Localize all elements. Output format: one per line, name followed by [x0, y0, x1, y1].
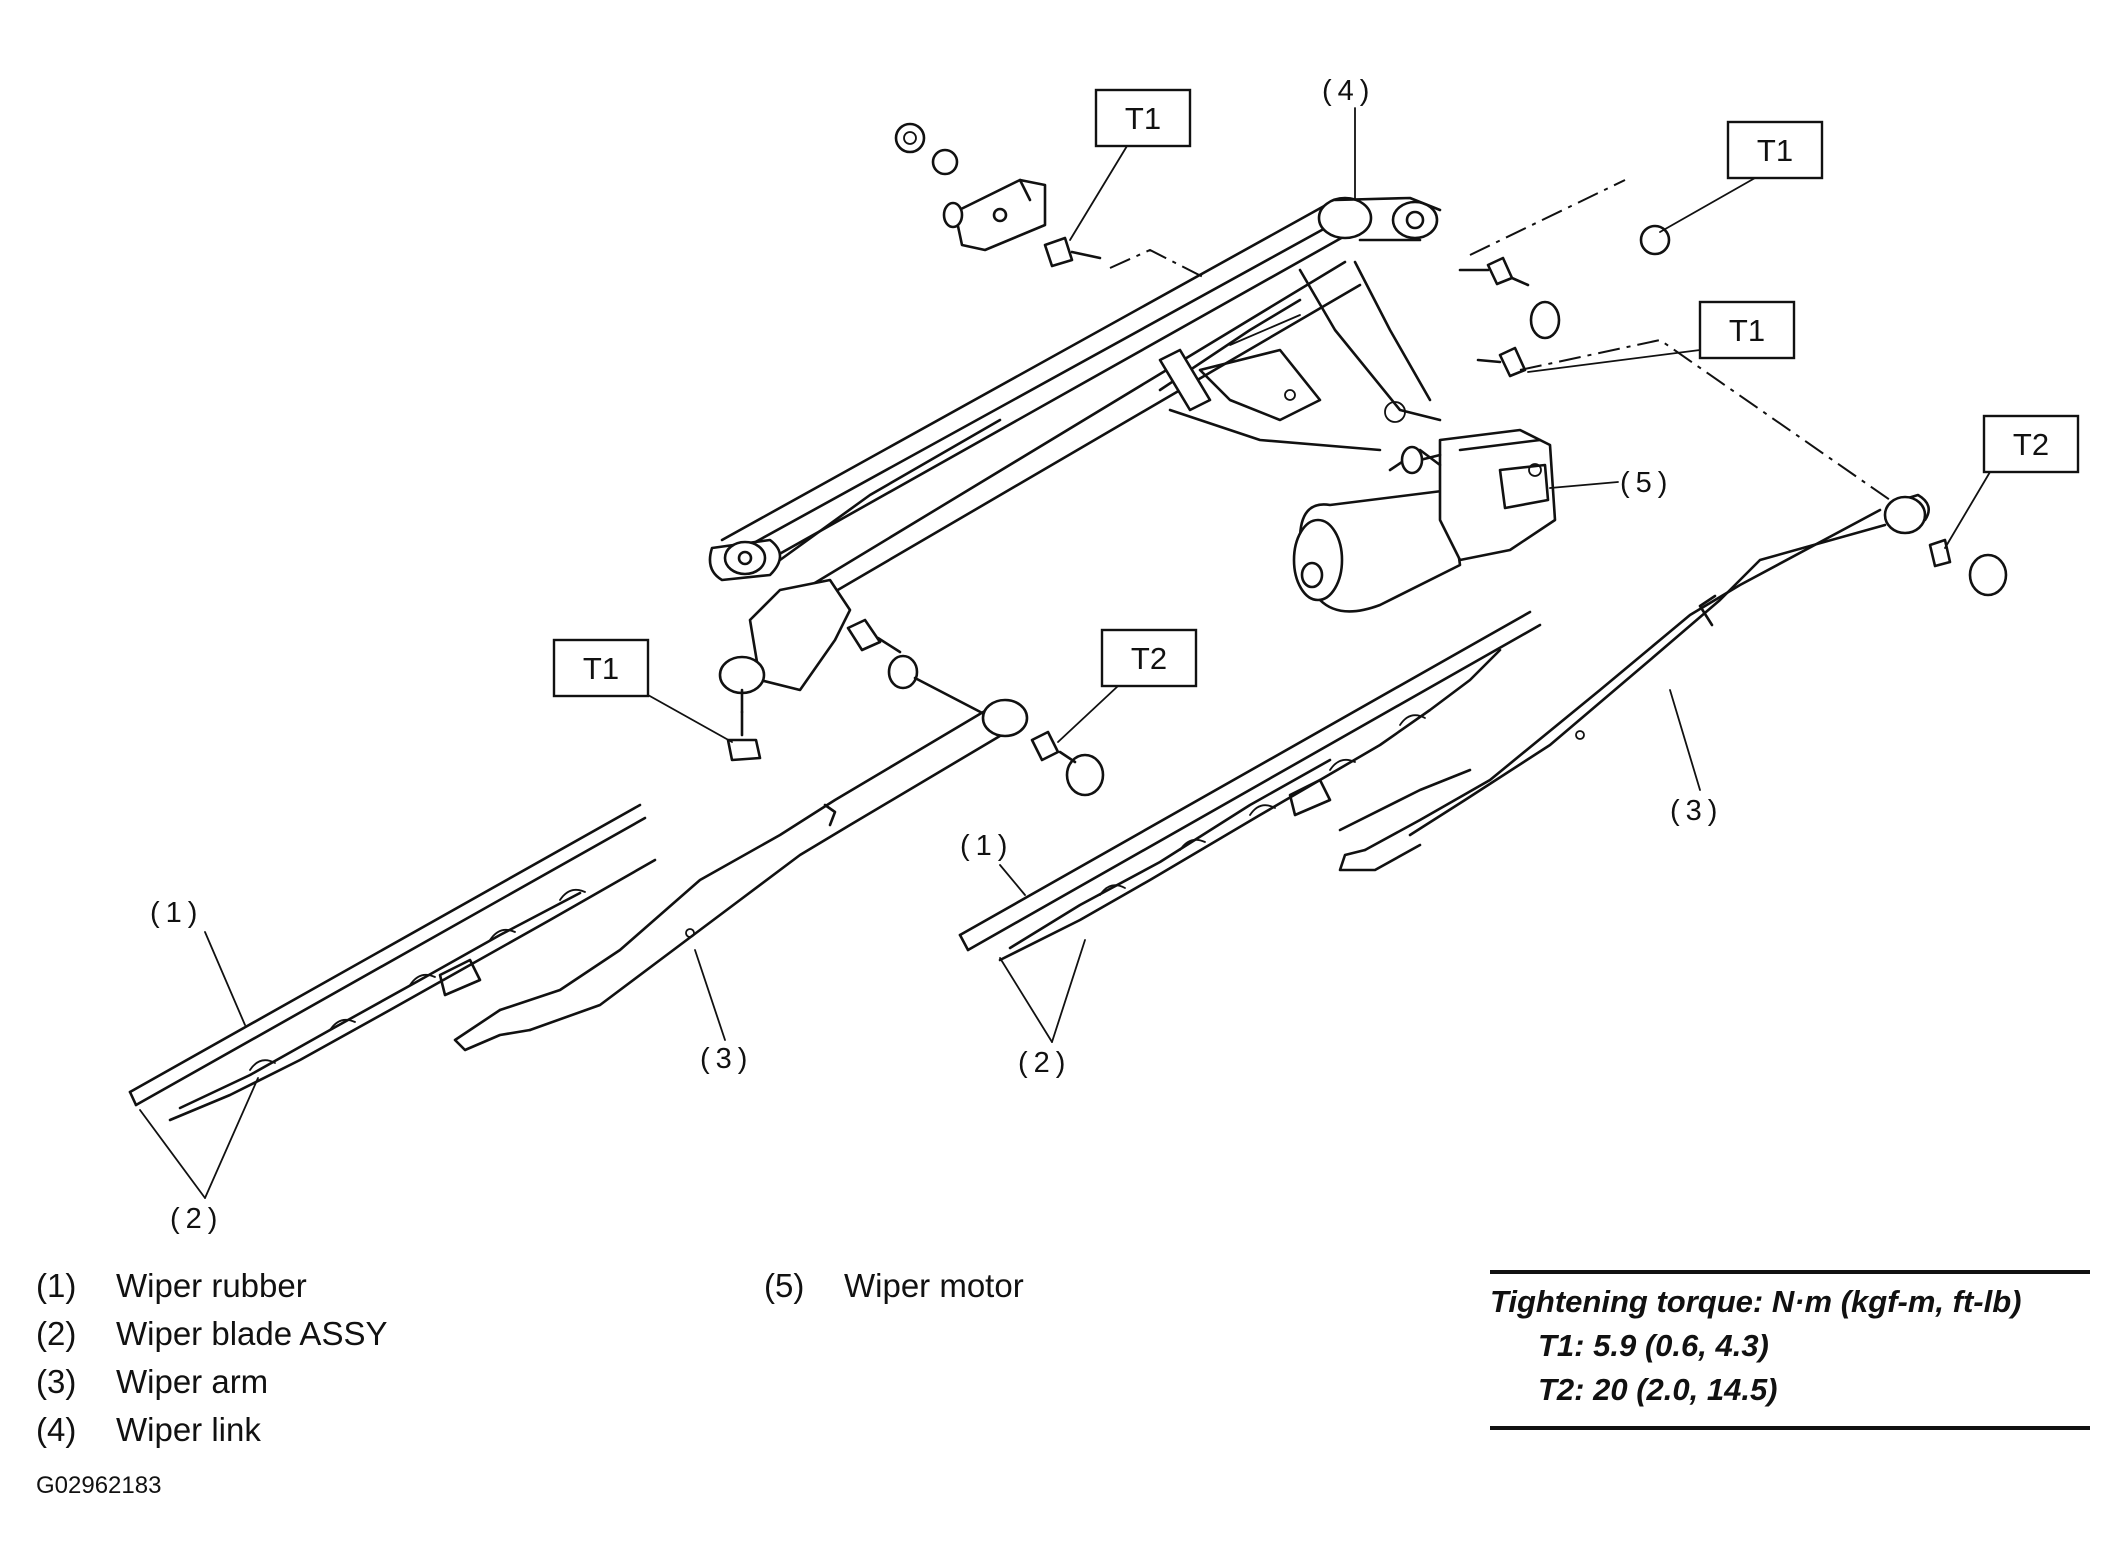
- torque-tag-t1-top-right: T1: [1659, 120, 1824, 233]
- legend-num: (1): [36, 1267, 77, 1304]
- left-pivot-hardware: [726, 618, 1105, 797]
- torque-spec: Tightening torque: N·m (kgf-m, ft-lb) T1…: [1490, 1270, 2090, 1430]
- svg-text:T1: T1: [1125, 101, 1161, 136]
- svg-text:T2: T2: [1131, 641, 1167, 676]
- svg-text:(5): (5): [1620, 467, 1673, 499]
- legend-label: Wiper motor: [844, 1267, 1024, 1304]
- torque-t1-value: T1: 5.9 (0.6, 4.3): [1538, 1328, 1769, 1363]
- callout-4: (4): [1322, 75, 1375, 201]
- svg-text:(3): (3): [1670, 795, 1723, 827]
- left-wiper-arm: [453, 698, 1029, 1052]
- svg-text:T2: T2: [2013, 427, 2049, 462]
- callout-3-left: (3): [694, 949, 753, 1075]
- svg-text:(2): (2): [1018, 1047, 1071, 1079]
- svg-text:(1): (1): [150, 897, 203, 929]
- legend-num: (5): [764, 1267, 805, 1304]
- legend-item-5: (5) Wiper motor: [764, 1262, 1024, 1310]
- torque-tag-t1-top-left: T1: [1069, 88, 1192, 241]
- svg-text:(1): (1): [960, 830, 1013, 862]
- legend-num: (2): [36, 1315, 77, 1352]
- legend-label: Wiper arm: [116, 1363, 269, 1400]
- upper-bracket-hardware: [894, 122, 1206, 279]
- callout-2-left: (2): [139, 1077, 259, 1235]
- torque-tag-t1-mid-right: T1: [1527, 300, 1796, 373]
- legend-item-4: (4) Wiper link: [36, 1406, 387, 1454]
- callout-3-right: (3): [1669, 689, 1723, 827]
- callout-5: (5): [1549, 467, 1673, 499]
- svg-text:(2): (2): [170, 1203, 223, 1235]
- wiper-link-assembly: [708, 196, 1442, 714]
- callout-2-right: (2): [999, 939, 1086, 1079]
- legend-num: (4): [36, 1411, 77, 1448]
- right-fasteners: [1458, 179, 1891, 501]
- legend-label: Wiper blade ASSY: [116, 1315, 388, 1352]
- left-wiper-blade: [128, 803, 657, 1122]
- parts-legend-right: (5) Wiper motor: [764, 1262, 1024, 1310]
- torque-bottom-rule: [1490, 1426, 2090, 1430]
- right-wiper-blade: [958, 610, 1542, 962]
- torque-tag-t1-left: T1: [552, 638, 733, 743]
- torque-tag-t2-right: T2: [1944, 414, 2080, 549]
- wiper-motor: [1292, 428, 1557, 613]
- callout-1-left: (1): [150, 897, 246, 1026]
- torque-tag-t2-center: T2: [1057, 628, 1198, 743]
- svg-text:T1: T1: [1729, 313, 1765, 348]
- callout-1-right: (1): [960, 830, 1026, 896]
- legend-label: Wiper link: [116, 1411, 261, 1448]
- svg-text:(4): (4): [1322, 75, 1375, 107]
- torque-t2-value: T2: 20 (2.0, 14.5): [1538, 1372, 1778, 1407]
- legend-label: Wiper rubber: [116, 1267, 307, 1304]
- svg-text:T1: T1: [583, 651, 619, 686]
- right-wiper-arm: [1338, 493, 2008, 872]
- parts-legend-left: (1) Wiper rubber (2) Wiper blade ASSY (3) W…: [36, 1262, 387, 1454]
- legend-item-2: (2) Wiper blade ASSY: [36, 1310, 387, 1358]
- svg-text:T1: T1: [1757, 133, 1793, 168]
- figure-id: G02962183: [36, 1472, 162, 1499]
- svg-text:(3): (3): [700, 1043, 753, 1075]
- torque-title: Tightening torque: N·m (kgf-m, ft-lb): [1490, 1284, 2022, 1319]
- legend-item-1: (1) Wiper rubber: [36, 1262, 387, 1310]
- legend-item-3: (3) Wiper arm: [36, 1358, 387, 1406]
- torque-top-rule: [1490, 1270, 2090, 1274]
- legend-num: (3): [36, 1363, 77, 1400]
